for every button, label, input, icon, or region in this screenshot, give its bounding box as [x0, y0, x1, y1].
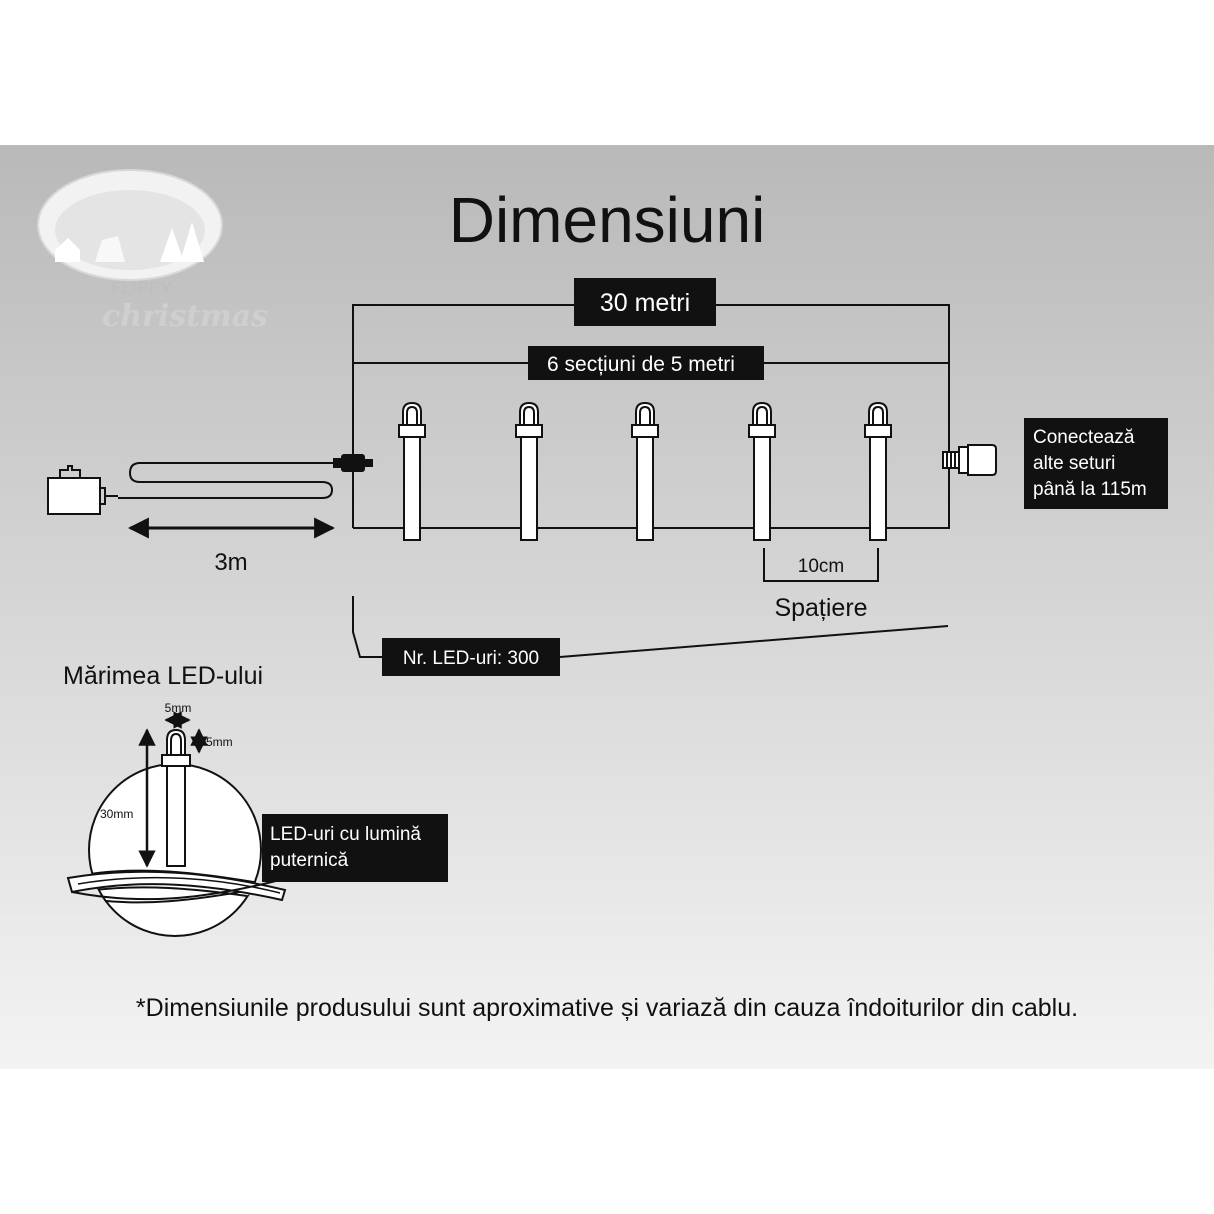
spacing-label: Spațiere — [774, 594, 867, 622]
svg-text:până la 115m: până la 115m — [1033, 479, 1147, 500]
led-length-label: 30mm — [100, 807, 133, 821]
spacing-bracket — [763, 548, 879, 582]
connect-sets-label: Conectează alte seturi până la 115m — [1024, 418, 1168, 509]
svg-text:alte seturi: alte seturi — [1033, 453, 1115, 474]
led-string-icon — [515, 401, 543, 541]
spacing-value: 10cm — [798, 556, 844, 577]
cable-connector — [333, 454, 373, 472]
led-string-icon — [748, 401, 776, 541]
sections-label: 6 secțiuni de 5 metri — [528, 346, 764, 380]
led-count-label: Nr. LED-uri: 300 — [382, 638, 560, 676]
footnote: *Dimensiunile produsului sunt aproximati… — [136, 994, 1078, 1022]
brand-logo: FLIPPY christmas — [37, 169, 268, 334]
power-adapter-icon — [47, 465, 118, 515]
end-connector-icon — [942, 444, 997, 476]
led-string-icon — [864, 401, 892, 541]
lead-cable-label: 3m — [214, 549, 247, 576]
page-title: Dimensiuni — [449, 184, 766, 256]
svg-text:puternică: puternică — [270, 850, 349, 871]
led-string-icon — [631, 401, 659, 541]
svg-text:Nr. LED-uri: 300: Nr. LED-uri: 300 — [403, 648, 539, 669]
led-bulb-icon — [161, 728, 191, 867]
svg-text:6 secțiuni de 5 metri: 6 secțiuni de 5 metri — [547, 353, 735, 376]
led-height-label: 5mm — [206, 735, 233, 749]
brand-line2: christmas — [102, 299, 268, 334]
led-size-heading: Mărimea LED-ului — [63, 662, 263, 690]
total-length-label: 30 metri — [574, 278, 716, 326]
svg-text:Conectează: Conectează — [1033, 427, 1135, 448]
svg-text:LED-uri cu lumină: LED-uri cu lumină — [270, 824, 421, 845]
led-string-icon — [398, 401, 426, 541]
lead-cable — [118, 462, 335, 499]
bright-led-label: LED-uri cu lumină puternică — [262, 814, 448, 882]
led-strings — [398, 401, 892, 541]
brand-line1: FLIPPY — [111, 280, 172, 297]
sections-bracket — [352, 362, 950, 529]
led-count-pointer — [352, 596, 949, 658]
led-width-label: 5mm — [165, 701, 192, 715]
svg-text:30 metri: 30 metri — [600, 289, 690, 317]
